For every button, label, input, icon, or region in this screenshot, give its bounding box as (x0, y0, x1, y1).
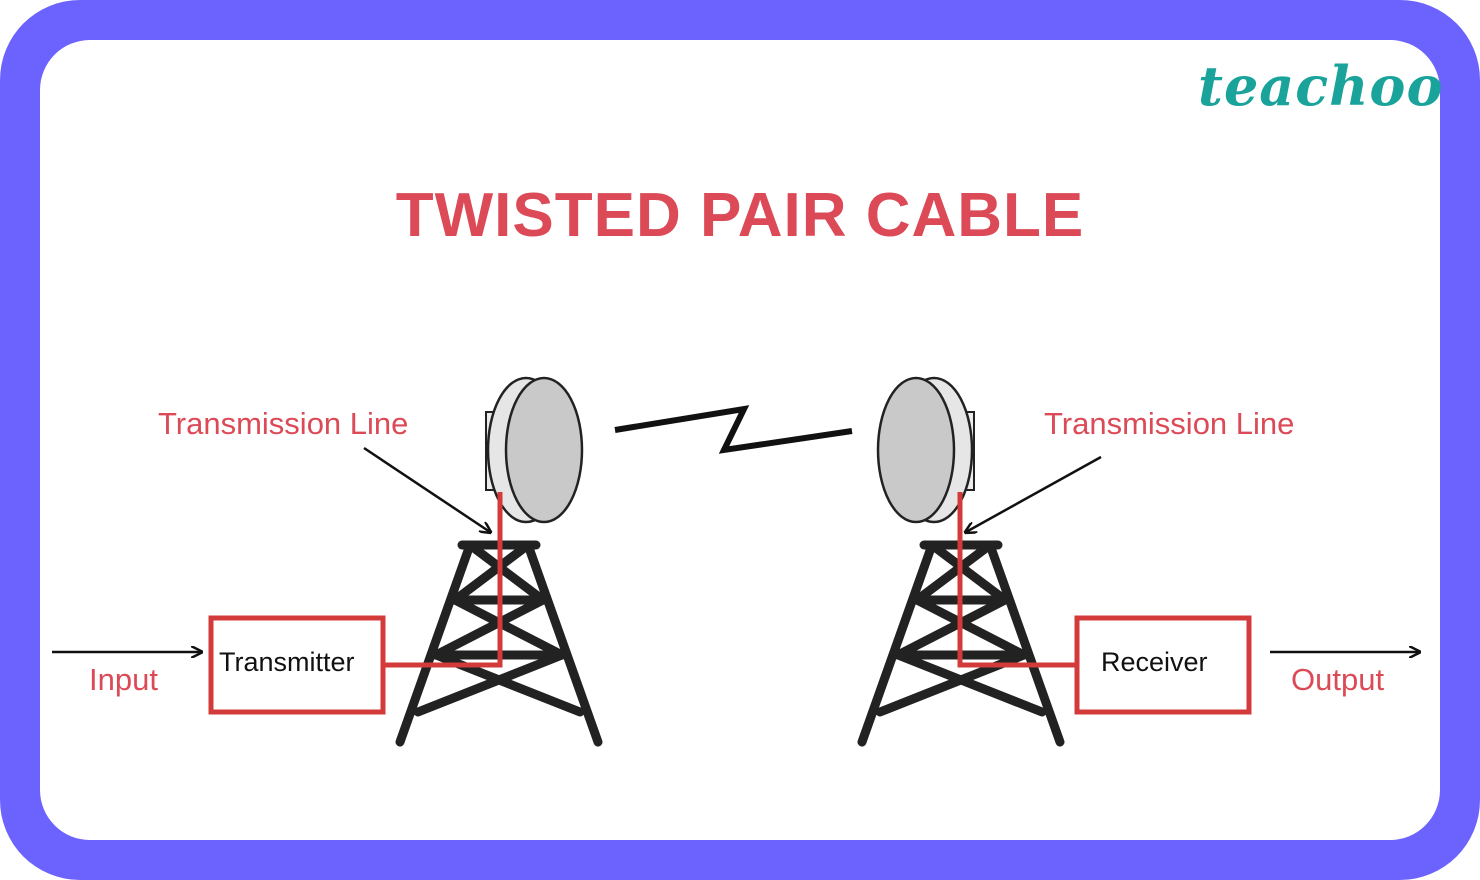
right-tower (857, 540, 1065, 747)
left-dish-antenna (485, 376, 584, 524)
output-label: Output (1291, 662, 1385, 697)
right-dish-antenna (876, 376, 975, 524)
input-label: Input (89, 662, 158, 697)
transmission-line-label-right: Transmission Line (1044, 406, 1295, 441)
transmitter-label: Transmitter (219, 647, 355, 677)
transmission-line-label-left: Transmission Line (158, 406, 409, 441)
receiver-box (1074, 615, 1252, 715)
wireless-signal-zigzag (614, 405, 853, 454)
left-pointer-arrow (363, 446, 490, 532)
right-transmission-line (957, 492, 1076, 668)
transmitter-box (208, 615, 386, 715)
left-transmission-line (384, 492, 503, 668)
page-title: TWISTED PAIR CABLE (395, 181, 1085, 250)
teachoo-logo: teachoo (1198, 54, 1444, 118)
right-pointer-arrow (966, 455, 1102, 532)
receiver-label: Receiver (1101, 647, 1208, 677)
